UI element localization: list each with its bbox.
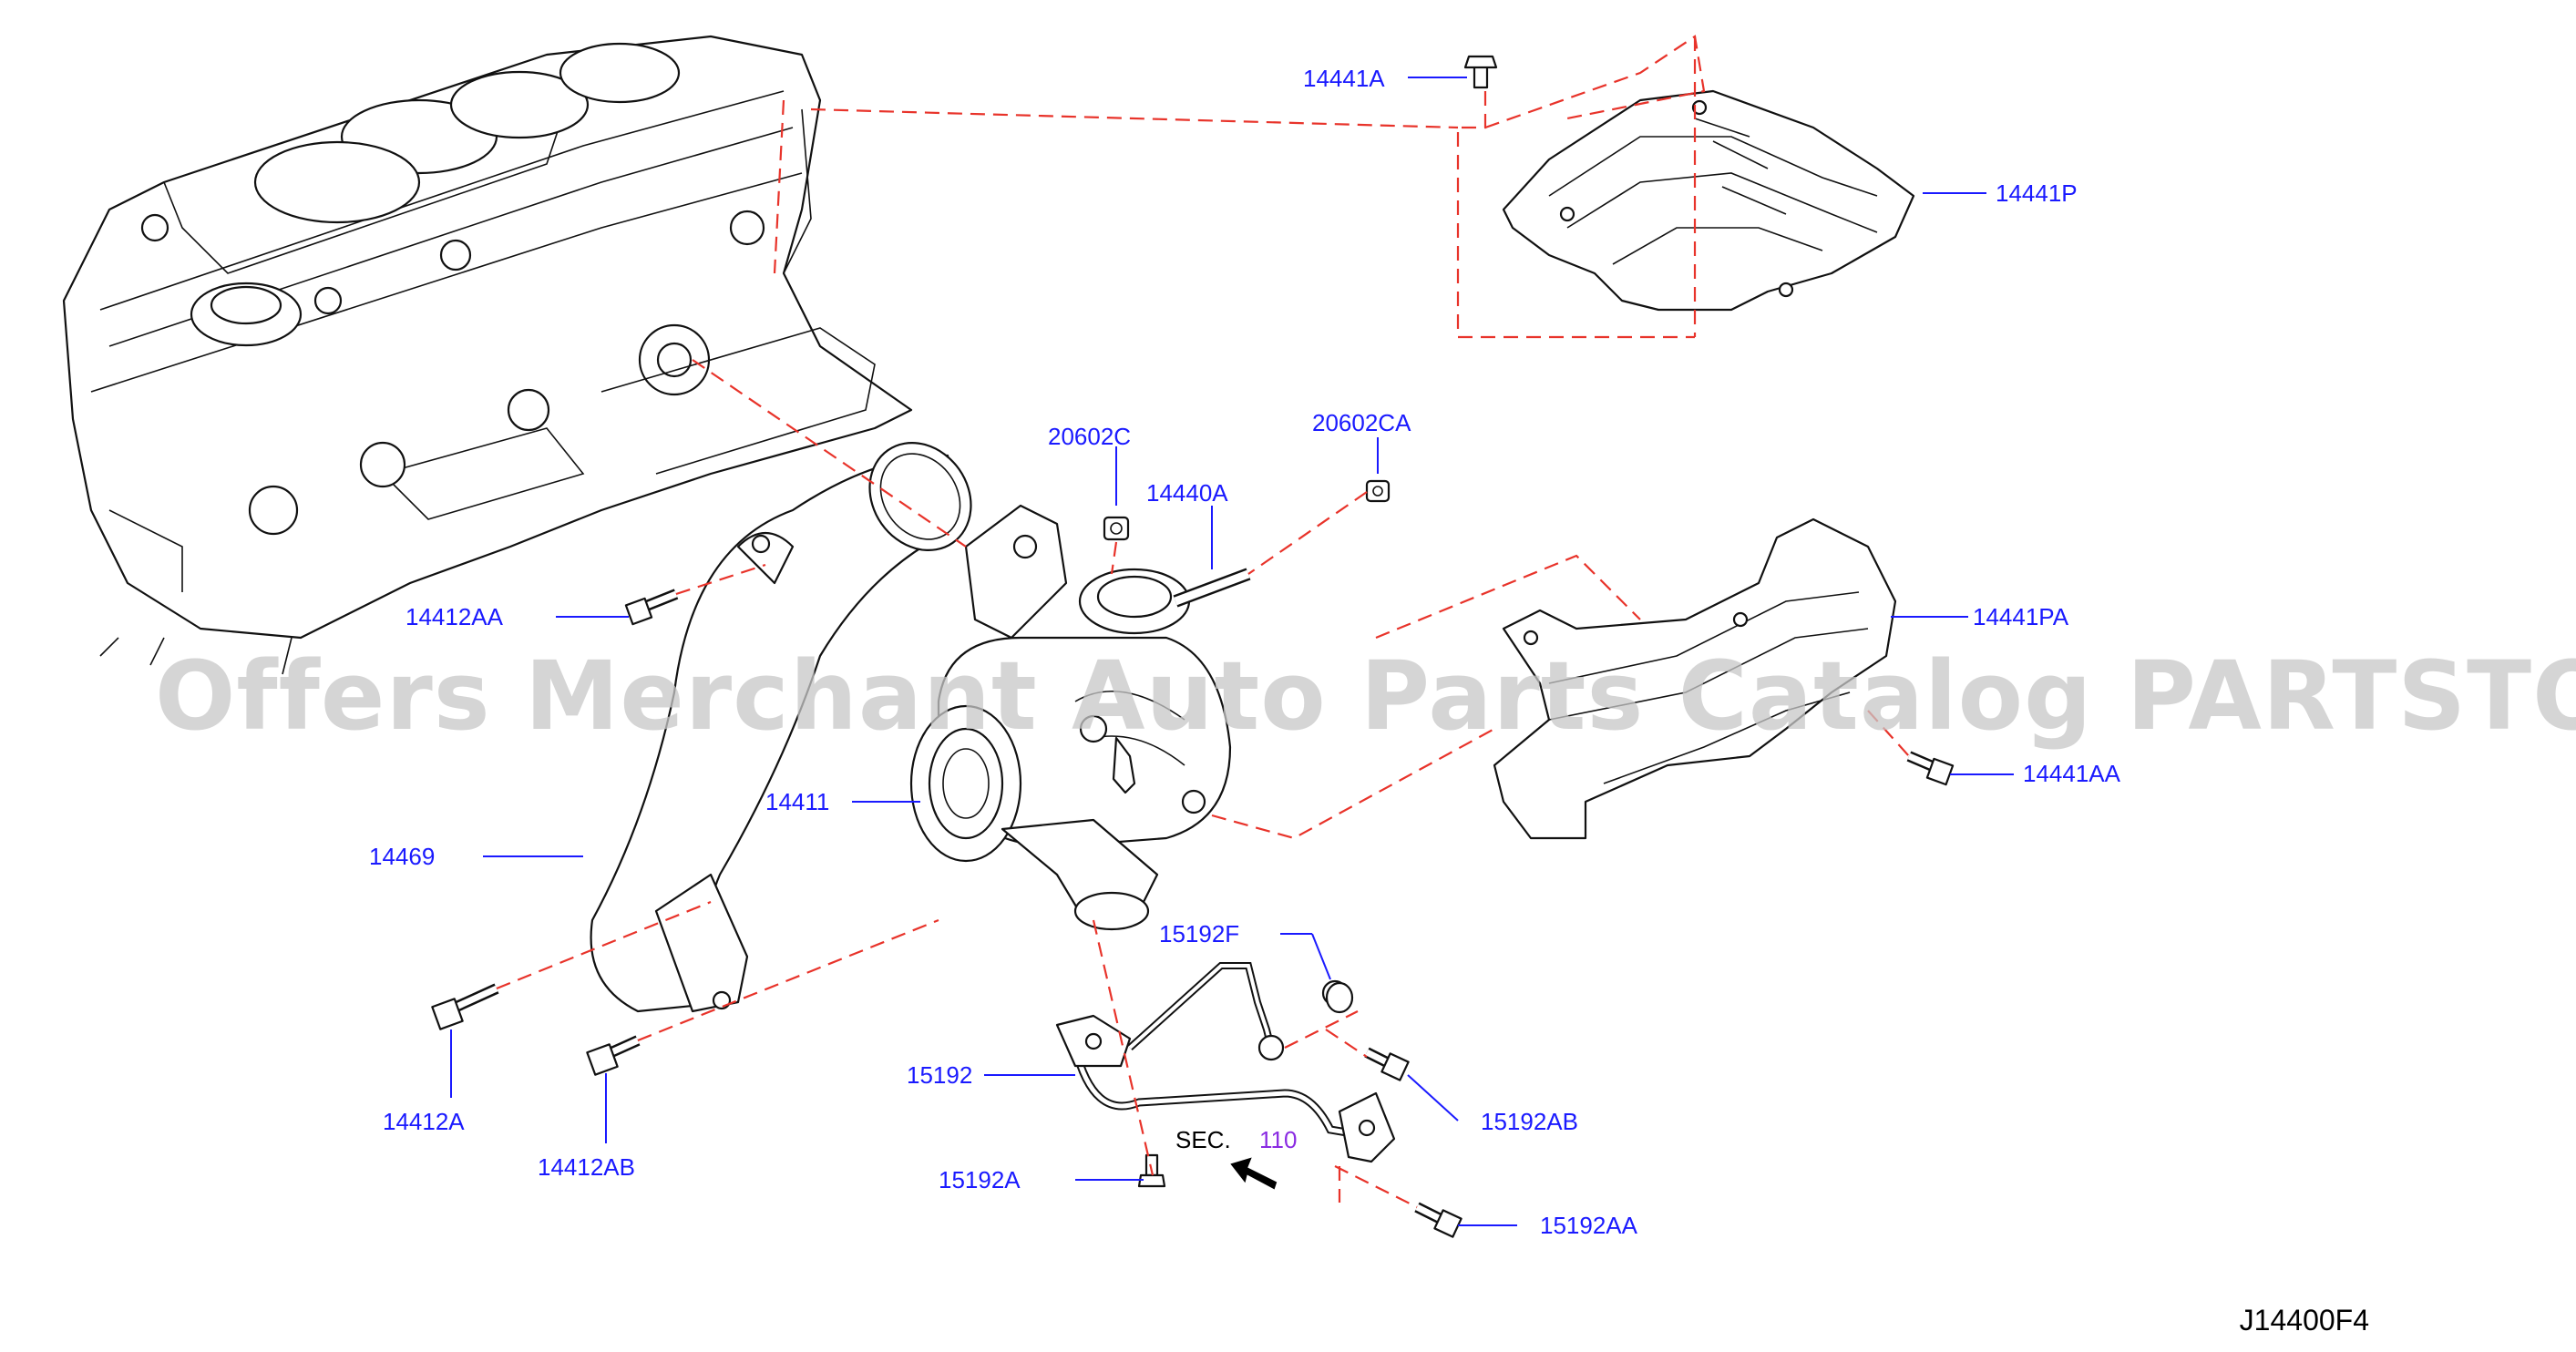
callout-15192A[interactable]: 15192A (939, 1166, 1021, 1193)
fasteners (431, 55, 1955, 1238)
callout-14441AA[interactable]: 14441AA (2023, 760, 2121, 787)
callout-14469[interactable]: 14469 (369, 843, 435, 870)
callout-15192AB[interactable]: 15192AB (1481, 1108, 1578, 1135)
sec-label: SEC. (1175, 1126, 1231, 1153)
callout-14412AA[interactable]: 14412AA (405, 603, 504, 630)
callout-20602CA[interactable]: 20602CA (1312, 409, 1411, 436)
callout-15192AA[interactable]: 15192AA (1540, 1212, 1638, 1239)
heat-shield-upper (1502, 89, 1915, 312)
callout-15192[interactable]: 15192 (907, 1061, 972, 1089)
heat-shield-lower (1493, 517, 1897, 840)
callout-20602C[interactable]: 20602C (1048, 423, 1131, 450)
callout-14441A[interactable]: 14441A (1303, 65, 1385, 92)
turbocharger (909, 504, 1232, 931)
section-reference[interactable]: SEC. 110 (1175, 1126, 1297, 1190)
callout-labels: 14441A 14441P 20602C 20602CA 14440A 1444… (369, 65, 2121, 1239)
callout-14440A[interactable]: 14440A (1146, 479, 1228, 507)
callout-14411[interactable]: 14411 (765, 788, 829, 815)
callout-15192F[interactable]: 15192F (1159, 920, 1239, 947)
cylinder-head-illustration (62, 35, 913, 675)
assembly-lines (496, 35, 1910, 1208)
arrow-icon (1230, 1157, 1278, 1190)
callout-14441P[interactable]: 14441P (1996, 179, 2078, 207)
watermark-text: Offers Merchant Auto Parts Catalog PARTS… (155, 640, 2576, 752)
intake-duct (590, 442, 972, 1013)
diagram-code: J14400F4 (2240, 1304, 2369, 1337)
callout-14412A[interactable]: 14412A (383, 1108, 465, 1135)
leader-lines (450, 77, 2014, 1226)
sec-number: 110 (1259, 1126, 1297, 1153)
callout-14412AB[interactable]: 14412AB (538, 1153, 635, 1181)
callout-14441PA[interactable]: 14441PA (1973, 603, 2069, 630)
